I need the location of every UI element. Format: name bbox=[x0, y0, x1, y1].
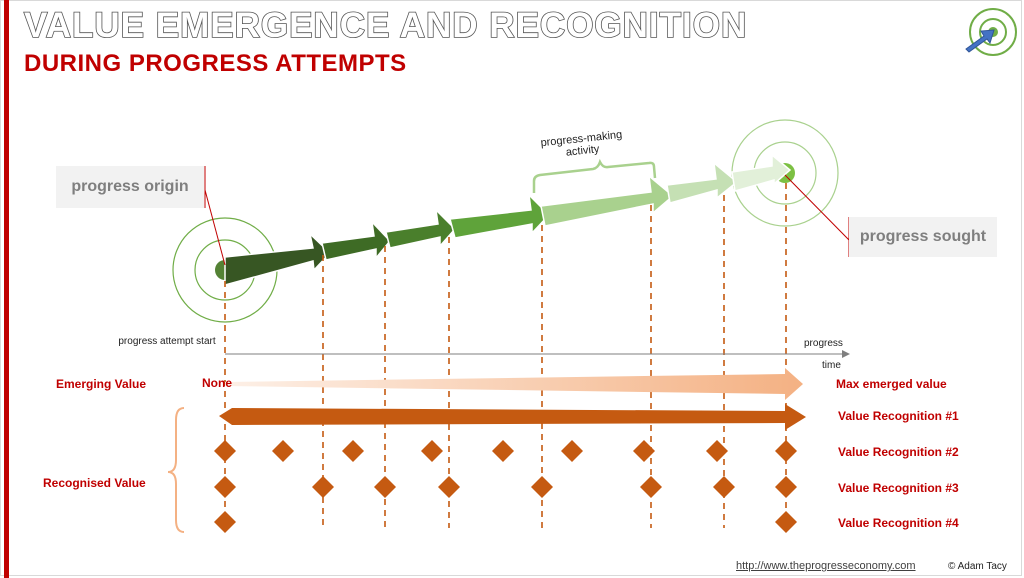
none-label: None bbox=[202, 376, 232, 390]
max-emerged-label: Max emerged value bbox=[836, 377, 947, 391]
step-arrow-7 bbox=[731, 153, 792, 192]
recognition-2-diamonds bbox=[214, 440, 797, 462]
recognition-4-label: Value Recognition #4 bbox=[838, 516, 959, 530]
recognition-4-diamonds bbox=[214, 511, 797, 533]
sought-pointer-diag bbox=[784, 174, 850, 241]
progress-origin-label: progress origin bbox=[71, 178, 189, 195]
progress-axis-label: progress bbox=[804, 338, 843, 349]
recognised-value-label: Recognised Value bbox=[43, 476, 146, 490]
progress-sought-callout: progress sought bbox=[849, 217, 997, 257]
attempt-start-label: progress attempt start bbox=[118, 336, 216, 347]
recognition-3-diamonds bbox=[214, 476, 797, 498]
footer-url-link[interactable]: http://www.theprogresseconomy.com bbox=[736, 560, 916, 572]
accent-bar bbox=[4, 0, 9, 578]
origin-pointer-diag bbox=[204, 189, 226, 266]
step-arrow-1 bbox=[224, 231, 332, 286]
progress-sought-label: progress sought bbox=[859, 228, 987, 245]
progress-step-arrows bbox=[224, 153, 792, 286]
step-guides bbox=[224, 183, 787, 528]
recognition-3-label: Value Recognition #3 bbox=[838, 481, 959, 495]
page-subtitle: DURING PROGRESS ATTEMPTS bbox=[24, 50, 407, 77]
time-axis-head bbox=[842, 350, 850, 358]
step-arrow-5 bbox=[540, 174, 675, 227]
recognition-2-label: Value Recognition #2 bbox=[838, 445, 959, 459]
recognised-bracket bbox=[167, 407, 185, 533]
progress-origin-callout: progress origin bbox=[56, 166, 204, 208]
page-title: VALUE EMERGENCE AND RECOGNITION bbox=[23, 5, 748, 46]
step-arrow-4 bbox=[449, 192, 551, 239]
target-with-arrow-icon bbox=[965, 8, 1017, 56]
recognition-1-arrow bbox=[219, 404, 806, 430]
recognition-1-label: Value Recognition #1 bbox=[838, 409, 959, 423]
step-arrow-2 bbox=[321, 219, 392, 261]
emerging-value-arrow bbox=[225, 368, 803, 400]
step-arrow-3 bbox=[385, 207, 457, 249]
activity-bracket bbox=[532, 158, 657, 193]
copyright-text: © Adam Tacy bbox=[948, 561, 1007, 572]
step-arrow-6 bbox=[666, 161, 739, 204]
emerging-value-label: Emerging Value bbox=[56, 377, 147, 391]
time-axis-label: time bbox=[822, 360, 841, 371]
